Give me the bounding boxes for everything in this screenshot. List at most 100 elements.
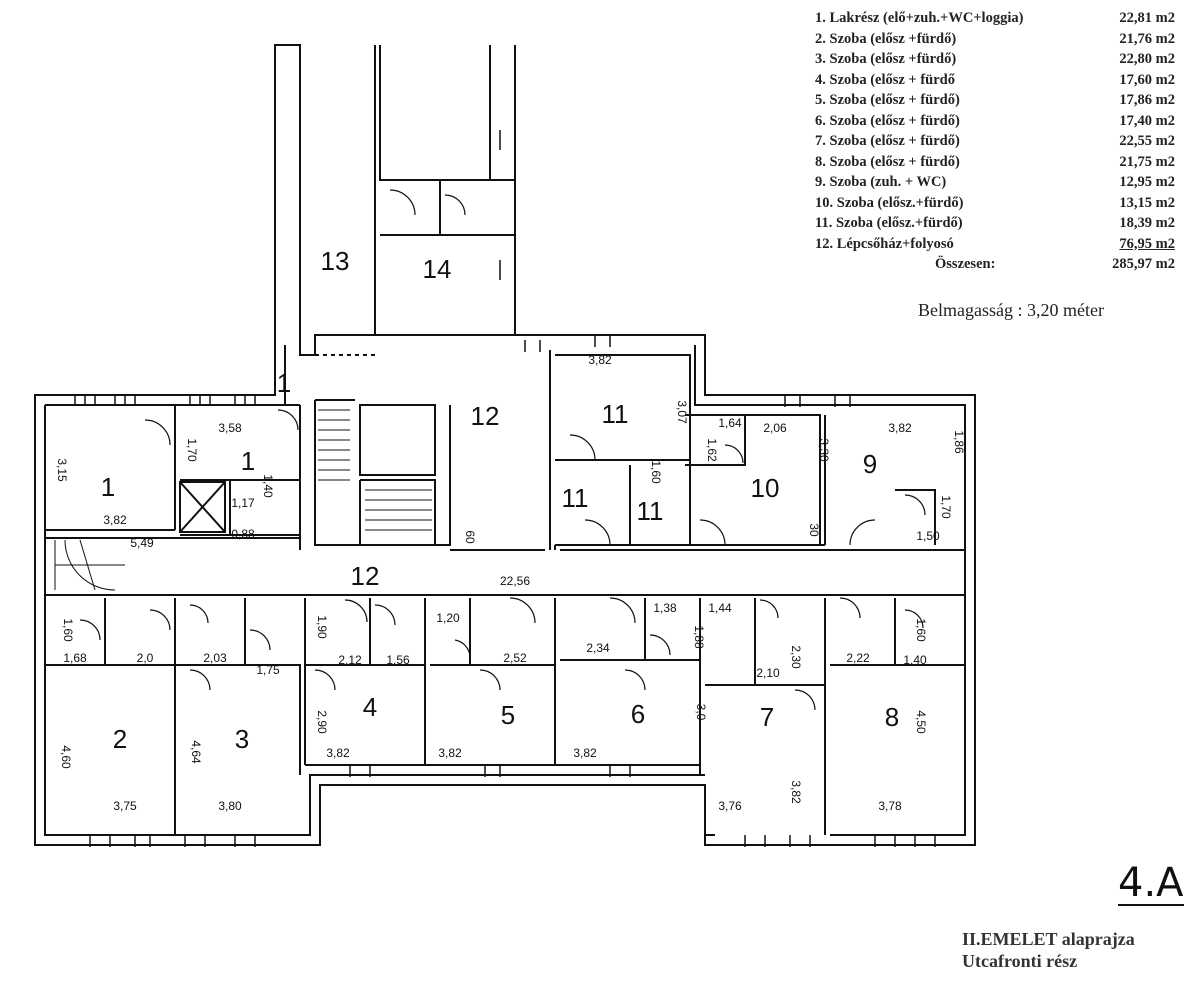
legend-room-area: 12,95 m2 [1119,174,1175,190]
legend-room-area: 21,75 m2 [1119,153,1175,170]
plan-title: II.EMELET alaprajza Utcafronti rész [962,928,1135,972]
legend-room-area: 17,40 m2 [1119,112,1175,129]
sheet-number: 4.A [1118,860,1184,906]
room-number: 5 [501,700,515,730]
dimension-label: 1,70 [185,438,199,462]
room-number: 11 [602,399,629,429]
dimension-label: 2,34 [586,641,610,655]
legend-row: 6. Szoba (elősz + fürdő) 17,40 m2 [815,111,1175,132]
legend-room-label: 10. Szoba (elősz.+fürdő) [815,194,964,211]
dimension-label: 30 [807,523,821,537]
dimension-label: 1,60 [649,460,663,484]
legend-row: 11. Szoba (elősz.+fürdő) 18,39 m2 [815,213,1175,234]
legend-room-area: 21,76 m2 [1119,30,1175,47]
dimension-label: 3,82 [573,746,597,760]
dimension-label: 1,88 [692,625,706,649]
total-label: Összesen: [935,256,996,272]
dimension-label: 1,40 [261,474,275,498]
room-number: 4 [363,692,377,722]
total-area: 285,97 m2 [1112,256,1175,272]
dimension-label: 0,88 [231,527,255,541]
legend-room-label: 8. Szoba (elősz + fürdő) [815,153,960,170]
dimension-label: 1,90 [315,615,329,639]
dimension-label: 3,82 [888,421,912,435]
legend-row: 8. Szoba (elősz + fürdő) 21,75 m2 [815,152,1175,173]
dimension-label: 3,78 [878,799,902,813]
windows [34,60,976,847]
dimension-label: 2,52 [503,651,527,665]
dimension-label: 2,06 [763,421,787,435]
room-walls [45,404,301,550]
legend-row: 4. Szoba (elősz + fürdő 17,60 m2 [815,70,1175,91]
dimension-label: 3,07 [675,400,689,424]
dimension-label: 2,0 [137,651,154,665]
legend-room-label: 11. Szoba (elősz.+fürdő) [815,215,963,231]
outer-wall [34,44,976,846]
plan-title-line1: II.EMELET alaprajza [962,929,1135,949]
dimension-label: 2,90 [315,710,329,734]
legend-room-area: 76,95 m2 [1119,235,1175,252]
dimension-label: 1,44 [708,601,732,615]
dimension-label: 22,56 [500,574,530,588]
dimension-label: 2,22 [846,651,870,665]
room-number: 13 [321,246,350,276]
dimension-label: 3,82 [789,780,803,804]
dimension-label: 1,62 [705,438,719,462]
ceiling-height: Belmagasság : 3,20 méter [918,300,1104,320]
dimension-label: 3,75 [113,799,137,813]
dimension-label: 5,49 [130,536,154,550]
legend-row: 1. Lakrész (elő+zuh.+WC+loggia)22,81 m2 [815,8,1175,29]
legend-room-label: 4. Szoba (elősz + fürdő [815,71,955,88]
room-number: 1 [241,446,255,476]
dimension-label: 1,60 [914,618,928,642]
legend-room-area: 22,55 m2 [1119,133,1175,149]
legend-room-label: 9. Szoba (zuh. + WC) [815,174,947,190]
dimension-label: 1,20 [436,611,460,625]
legend-room-label: 2. Szoba (elősz +fürdő) [815,30,957,47]
room-number: 11 [637,496,664,526]
dimension-label: 1,38 [653,601,677,615]
dimension-label: 3,82 [588,353,612,367]
legend-row: 9. Szoba (zuh. + WC) 12,95 m2 [815,172,1175,193]
dimension-label: 2,30 [789,645,803,669]
legend-room-label: 12. Lépcsőház+folyosó [815,235,954,252]
room-number: 11 [562,483,589,513]
dimension-label: 1,40 [903,653,927,667]
legend-room-label: 5. Szoba (elősz + fürdő) [815,92,960,108]
dimension-label: 2,12 [338,653,362,667]
dimension-label: 1,70 [939,495,953,519]
dimension-label: 1,64 [718,416,742,430]
room-number: 7 [760,702,774,732]
dimension-label: 3,15 [55,458,69,482]
plan-title-line2: Utcafronti rész [962,951,1078,971]
dimension-label: 60 [463,530,477,544]
legend-room-area: 18,39 m2 [1119,215,1175,231]
legend-row: 5. Szoba (elősz + fürdő)17,86 m2 [815,90,1175,111]
shaft [179,481,226,533]
dimension-label: 3,0 [694,704,708,721]
legend-total: Összesen: 285,97 m2 [815,254,1175,274]
room-number: 2 [113,724,127,754]
room-number: 8 [885,702,899,732]
room-number: 12 [471,401,500,431]
stair-well [359,404,436,476]
stair-treads [318,409,432,531]
dimension-label: 3,82 [438,746,462,760]
legend-room-area: 22,80 m2 [1119,51,1175,67]
legend-row: 7. Szoba (elősz + fürdő)22,55 m2 [815,131,1175,152]
legend-room-label: 6. Szoba (elősz + fürdő) [815,112,960,129]
room-number: 6 [631,699,645,729]
dimension-label: 1,75 [256,663,280,677]
legend-room-label: 3. Szoba (elősz +fürdő) [815,51,957,67]
dimension-label: 4,60 [59,745,73,769]
dimension-label: 4,64 [189,740,203,764]
room-walls-right [549,350,936,550]
legend-room-area: 17,60 m2 [1119,71,1175,88]
walls [34,44,976,847]
dimension-label: 3,80 [218,799,242,813]
room-number: 12 [351,561,380,591]
dimension-label: 1,17 [231,496,255,510]
